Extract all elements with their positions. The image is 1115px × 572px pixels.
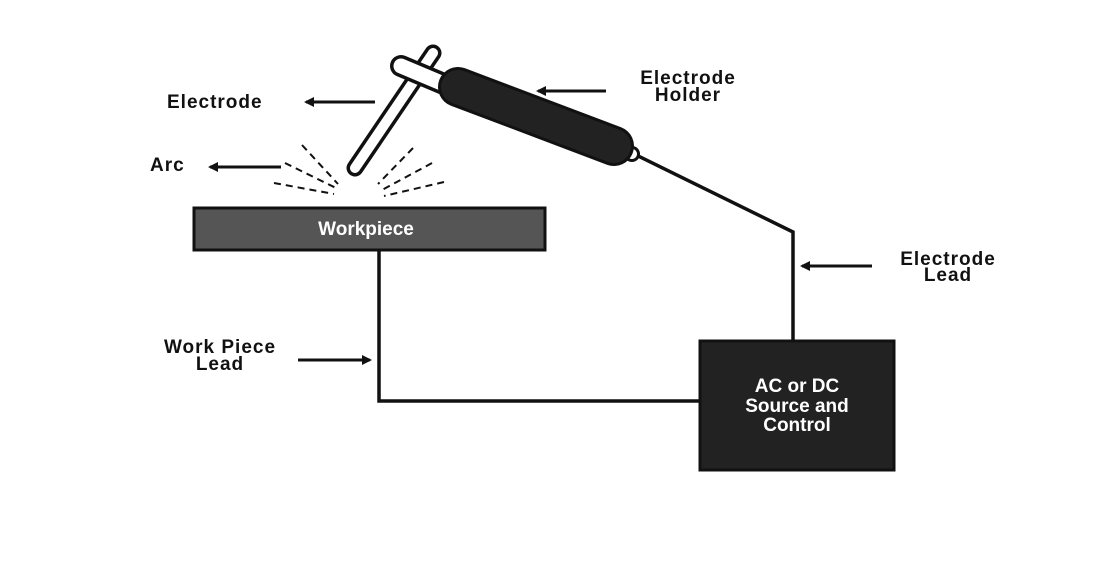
electrode-holder xyxy=(438,67,640,166)
arc-label: Arc xyxy=(150,155,185,176)
electrode-lead-label-line1: Electrode xyxy=(900,249,996,270)
electrode-holder-label-line1: Electrode xyxy=(640,68,736,89)
arc-sparks xyxy=(273,144,445,197)
source-label-line1: AC or DC xyxy=(755,376,840,397)
electrode-lead-label-line2: Lead xyxy=(924,265,972,286)
workpiece-label: Workpiece xyxy=(318,219,414,240)
electrode-holder-label-line2: Holder xyxy=(655,85,721,106)
workpiece: Workpiece xyxy=(192,206,547,252)
source-label-line2: Source and xyxy=(745,396,848,417)
electrode-label: Electrode xyxy=(167,92,263,113)
electrode-lead-wire xyxy=(631,151,795,341)
source-label-line3: Control xyxy=(763,415,831,436)
work-piece-lead-label-line2: Lead xyxy=(196,354,244,375)
work-piece-lead-wire xyxy=(377,250,700,403)
work-piece-lead-label-line1: Work Piece xyxy=(164,337,276,358)
power-source: AC or DC Source and Control xyxy=(698,339,896,472)
